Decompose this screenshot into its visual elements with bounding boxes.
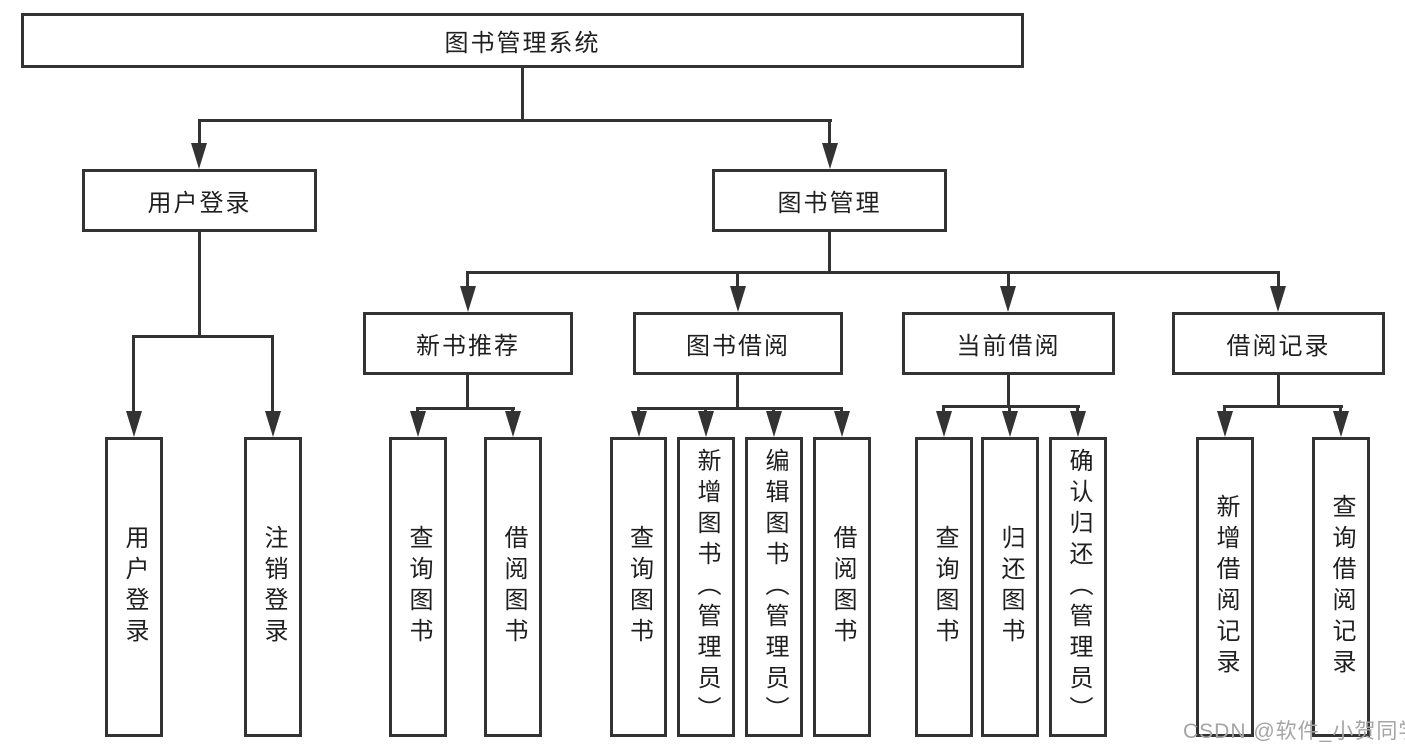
leaf-edit-books-admin-label: 编辑图书（管理员） — [761, 447, 788, 727]
leaf-add-borrow-record-label: 新增借阅记录 — [1212, 494, 1239, 680]
leaf-query-books-borrow-label: 查询图书 — [625, 525, 653, 649]
connector-line — [942, 405, 945, 413]
connector-line — [637, 407, 640, 413]
leaf-user-login-label: 用户登录 — [121, 525, 148, 649]
connector-line — [1223, 405, 1226, 413]
arrowhead-down — [191, 143, 207, 169]
node-user-login-box: 用户登录 — [82, 169, 317, 232]
connector-line — [198, 119, 832, 122]
node-book-management-box: 图书管理 — [712, 169, 947, 232]
arrowhead-down — [822, 143, 838, 169]
leaf-query-borrow-record-label: 查询借阅记录 — [1328, 494, 1355, 680]
leaf-query-books-recommend-box: 查询图书 — [389, 437, 447, 737]
leaf-borrow-books-recommend-label: 借阅图书 — [500, 525, 527, 649]
arrowhead-down — [766, 411, 782, 437]
leaf-add-books-admin-label: 新增图书（管理员） — [693, 447, 720, 727]
arrowhead-down — [505, 411, 521, 437]
leaf-borrow-books-borrow-label: 借阅图书 — [829, 525, 856, 649]
node-user-login-label: 用户登录 — [147, 190, 252, 217]
node-root-box: 图书管理系统 — [21, 13, 1024, 68]
connector-line — [198, 119, 201, 145]
arrowhead-down — [1270, 286, 1286, 312]
connector-line — [271, 335, 274, 411]
arrowhead-down — [410, 411, 426, 437]
node-book-borrow-box: 图书借阅 — [633, 312, 843, 375]
arrowhead-down — [1333, 411, 1349, 437]
arrowhead-down — [1000, 286, 1016, 312]
connector-line — [1007, 271, 1010, 286]
connector-line — [1008, 405, 1011, 413]
arrowhead-down — [936, 411, 952, 437]
leaf-add-borrow-record-box: 新增借阅记录 — [1196, 437, 1254, 737]
connector-line — [704, 407, 707, 413]
connector-line — [416, 407, 515, 410]
leaf-borrow-books-recommend-box: 借阅图书 — [484, 437, 542, 737]
connector-line — [1007, 375, 1010, 407]
leaf-return-books-box: 归还图书 — [981, 437, 1039, 737]
arrowhead-down — [1217, 411, 1233, 437]
connector-line — [736, 375, 739, 409]
arrowhead-down — [698, 411, 714, 437]
leaf-query-books-current-box: 查询图书 — [915, 437, 973, 737]
connector-line — [1277, 375, 1280, 407]
connector-line — [132, 335, 135, 411]
arrowhead-down — [126, 411, 142, 437]
leaf-confirm-return-admin-label: 确认归还（管理员） — [1065, 447, 1092, 727]
leaf-edit-books-admin-box: 编辑图书（管理员） — [745, 437, 803, 737]
leaf-logout-label: 注销登录 — [260, 525, 287, 649]
node-new-book-recommend-label: 新书推荐 — [416, 333, 520, 360]
connector-line — [840, 407, 843, 413]
leaf-add-books-admin-box: 新增图书（管理员） — [677, 437, 735, 737]
node-new-book-recommend-box: 新书推荐 — [363, 312, 573, 375]
connector-line — [1223, 405, 1343, 408]
connector-line — [736, 271, 739, 286]
node-book-borrow-label: 图书借阅 — [686, 333, 790, 360]
connector-line — [1277, 271, 1280, 286]
leaf-query-borrow-record-box: 查询借阅记录 — [1312, 437, 1370, 737]
arrowhead-down — [460, 286, 476, 312]
leaf-user-login-box: 用户登录 — [105, 437, 163, 737]
leaf-query-books-current-label: 查询图书 — [931, 525, 958, 649]
connector-line — [1339, 405, 1342, 413]
connector-line — [828, 232, 831, 273]
arrowhead-down — [265, 411, 281, 437]
csdn-watermark: CSDN @软件_小贺同学 — [1183, 720, 1405, 743]
connector-line — [942, 405, 1080, 408]
connector-line — [416, 407, 419, 413]
connector-line — [511, 407, 514, 413]
connector-line — [466, 375, 469, 409]
node-borrow-records-label: 借阅记录 — [1226, 333, 1331, 360]
leaf-query-books-recommend-label: 查询图书 — [405, 525, 432, 649]
connector-line — [828, 119, 831, 145]
connector-line — [1076, 405, 1079, 413]
connector-line — [198, 232, 201, 338]
leaf-borrow-books-borrow-box: 借阅图书 — [813, 437, 871, 737]
node-borrow-records-box: 借阅记录 — [1172, 312, 1385, 375]
arrowhead-down — [1002, 411, 1018, 437]
leaf-confirm-return-admin-box: 确认归还（管理员） — [1049, 437, 1107, 737]
connector-line — [466, 271, 469, 286]
leaf-return-books-label: 归还图书 — [997, 525, 1024, 649]
arrowhead-down — [1070, 411, 1086, 437]
connector-line — [132, 335, 274, 338]
node-current-borrow-box: 当前借阅 — [902, 312, 1115, 375]
arrowhead-down — [834, 411, 850, 437]
connector-line — [772, 407, 775, 413]
connector-line — [466, 271, 1280, 274]
node-root-label: 图书管理系统 — [444, 30, 601, 57]
connector-line — [637, 407, 843, 410]
arrowhead-down — [631, 411, 647, 437]
node-current-borrow-label: 当前借阅 — [956, 333, 1061, 360]
node-book-management-label: 图书管理 — [777, 190, 882, 217]
arrowhead-down — [730, 286, 746, 312]
connector-line — [521, 68, 524, 121]
leaf-query-books-borrow-box: 查询图书 — [610, 437, 667, 737]
leaf-logout-box: 注销登录 — [244, 437, 302, 737]
